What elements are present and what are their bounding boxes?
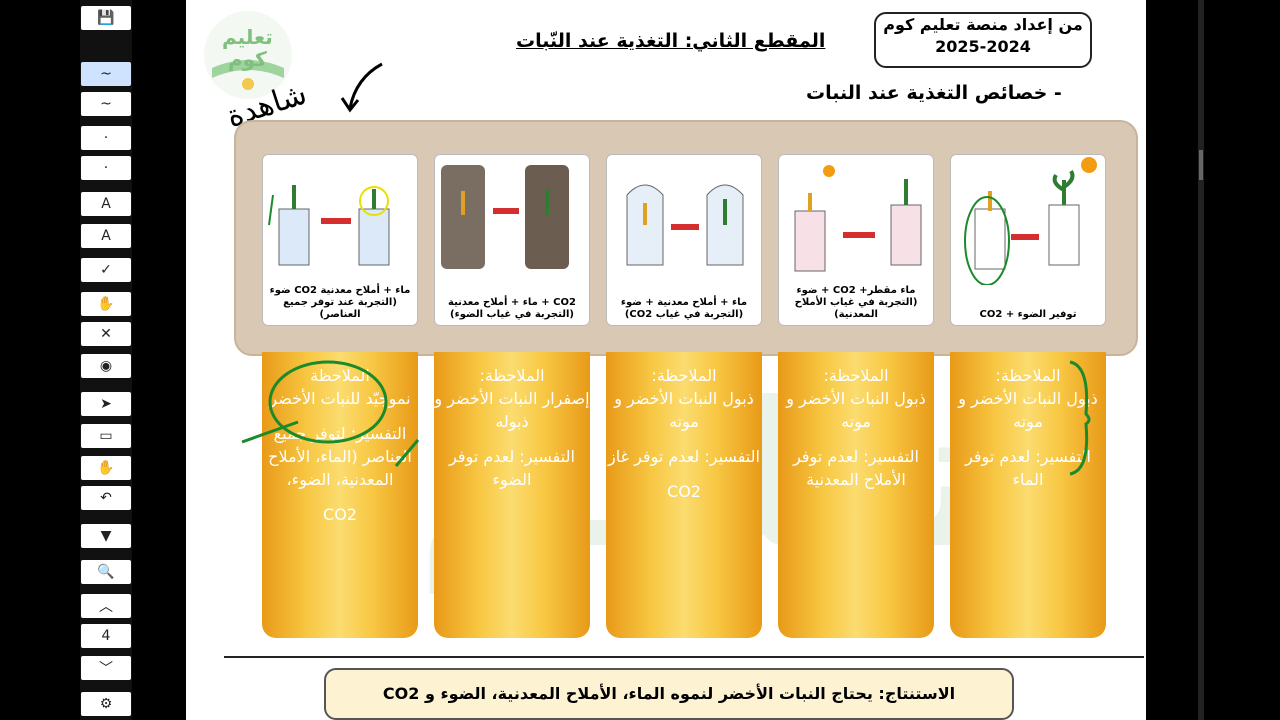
publisher-box: من إعداد منصة تعليم كوم 2025-2024 xyxy=(874,12,1092,68)
zoom-icon[interactable]: 🔍 xyxy=(81,560,131,584)
highlighter-a-icon[interactable]: A xyxy=(81,192,131,216)
observation-label: الملاحظة xyxy=(310,366,370,385)
divider-line xyxy=(224,656,1144,658)
right-black-margin xyxy=(1146,0,1280,720)
explanation-label: التفسير: xyxy=(350,424,407,443)
handwritten-green-marks-icon xyxy=(241,360,420,467)
experiment-card-5: ماء + أملاح معدنية CO2 ضوء (التجربة عند … xyxy=(262,154,418,326)
publisher-year: 2025-2024 xyxy=(935,37,1031,56)
experiment-caption-2: ماء مقطر+ CO2 + ضوء (التجربة في غياب الأ… xyxy=(794,285,918,320)
observation-label: الملاحظة: xyxy=(479,366,545,385)
experiment-card-1: توفير الضوء + CO2 xyxy=(950,154,1106,326)
check-icon[interactable]: ✓ xyxy=(81,258,131,282)
explanation-extra: CO2 xyxy=(323,505,357,524)
page-number[interactable]: 4 xyxy=(81,624,131,648)
plant-illustration-1 xyxy=(964,157,1097,286)
book-logo-icon xyxy=(204,11,292,99)
handwritten-bracket-icon xyxy=(1069,360,1091,476)
result-column-2: الملاحظة: ذبول النبات الأخضر و موته التفس… xyxy=(778,352,934,638)
worksheet-page: تعليـم تعليم كوم من إعداد منصة تعليم كوم… xyxy=(186,0,1146,720)
observation-text: ذبول النبات الأخضر و موته xyxy=(958,389,1098,431)
dropdown-icon[interactable]: ▼ xyxy=(81,524,131,548)
observation-label: الملاحظة: xyxy=(995,366,1061,385)
publisher-line1: من إعداد منصة تعليم كوم xyxy=(883,15,1083,34)
experiment-card-2: ماء مقطر+ CO2 + ضوء (التجربة في غياب الأ… xyxy=(778,154,934,326)
section-subtitle: - خصائص التغذية عند النبات xyxy=(806,82,1062,104)
explanation-text: لعدم توفر الضوء xyxy=(449,447,532,489)
explanation-text: لعدم توفر غاز xyxy=(608,447,700,466)
plant-illustration-2 xyxy=(794,165,922,272)
result-column-5: الملاحظة نموجيّد للنبات الأخضر التفسير: ل… xyxy=(262,352,418,638)
page-title: المقطع الثاني: التغذية عند النّبات xyxy=(516,30,826,52)
explanation-text: لتوفر جميع العناصر (الماء، الأملاح المعد… xyxy=(268,424,412,489)
pen-green-icon[interactable]: ~ xyxy=(81,92,131,116)
hand-icon[interactable]: ✋ xyxy=(81,456,131,480)
experiment-caption-4: CO2 + ماء + أملاح معدنية (التجربة في غيا… xyxy=(448,297,576,320)
result-column-4: الملاحظة: إصفرار النبات الأخضر و ذبوله ال… xyxy=(434,352,590,638)
explanation-label: التفسير: xyxy=(704,447,760,466)
experiment-caption-3: ماء + أملاح معدنية + ضوء (التجربة في غيا… xyxy=(620,297,748,320)
scrollbar[interactable] xyxy=(1198,0,1204,720)
eraser-icon[interactable]: ▭ xyxy=(81,424,131,448)
plant-illustration-3 xyxy=(626,184,744,266)
experiments-panel: توفير الضوء + CO2 ماء مقطر+ CO2 + ضوء (ا… xyxy=(234,120,1138,356)
explanation-label: التفسير: xyxy=(863,447,919,466)
plant-illustration-5 xyxy=(268,185,390,266)
observation-label: الملاحظة: xyxy=(823,366,889,385)
record-icon[interactable]: ◉ xyxy=(81,354,131,378)
explanation-extra: CO2 xyxy=(667,482,701,501)
dot-small-icon[interactable]: · xyxy=(81,126,131,150)
observation-text: ذبول النبات الأخضر و موته xyxy=(614,389,754,431)
save-icon[interactable]: 💾 xyxy=(81,6,131,30)
close-icon[interactable]: ✕ xyxy=(81,322,131,346)
explanation-text: لعدم توفر الماء xyxy=(965,447,1044,489)
plant-illustration-4 xyxy=(441,165,569,269)
conclusion-box: الاستنتاج: يحتاج النبات الأخضر لنموه الم… xyxy=(324,668,1014,720)
highlighter-yellow-icon[interactable]: A xyxy=(81,224,131,248)
undo-icon[interactable]: ↶ xyxy=(81,486,131,510)
scrollbar-thumb[interactable] xyxy=(1199,150,1203,180)
experiment-card-3: ماء + أملاح معدنية + ضوء (التجربة في غيا… xyxy=(606,154,762,326)
observation-text: نموجيّد للنبات الأخضر xyxy=(269,389,411,408)
pen-thin-icon[interactable]: ~ xyxy=(81,62,131,86)
logo-text: تعليم كوم xyxy=(222,25,273,71)
experiment-caption-1: توفير الضوء + CO2 xyxy=(979,309,1077,320)
dot-tiny-icon[interactable]: · xyxy=(81,156,131,180)
explanation-label: التفسير: xyxy=(1035,447,1091,466)
result-column-3: الملاحظة: ذبول النبات الأخضر و موته التفس… xyxy=(606,352,762,638)
pointer-arrow-icon[interactable]: ➤ xyxy=(81,392,131,416)
observation-text: إصفرار النبات الأخضر و ذبوله xyxy=(434,389,590,431)
experiment-caption-5: ماء + أملاح معدنية CO2 ضوء (التجربة عند … xyxy=(269,285,411,320)
settings-gear-icon[interactable]: ⚙ xyxy=(81,692,131,716)
experiment-card-4: CO2 + ماء + أملاح معدنية (التجربة في غيا… xyxy=(434,154,590,326)
hand-pointer-icon[interactable]: ✋ xyxy=(81,292,131,316)
chevron-down-icon[interactable]: ﹀ xyxy=(81,656,131,680)
site-logo: تعليم كوم xyxy=(200,10,296,100)
handwritten-arrow-icon xyxy=(340,62,383,113)
explanation-label: التفسير: xyxy=(519,447,575,466)
chevron-up-icon[interactable]: ︿ xyxy=(81,594,131,618)
observation-label: الملاحظة: xyxy=(651,366,717,385)
result-column-1: الملاحظة: ذبول النبات الأخضر و موته التفس… xyxy=(950,352,1106,638)
observation-text: ذبول النبات الأخضر و موته xyxy=(786,389,926,431)
explanation-text: لعدم توفر الأملاح المعدنية xyxy=(793,447,906,489)
